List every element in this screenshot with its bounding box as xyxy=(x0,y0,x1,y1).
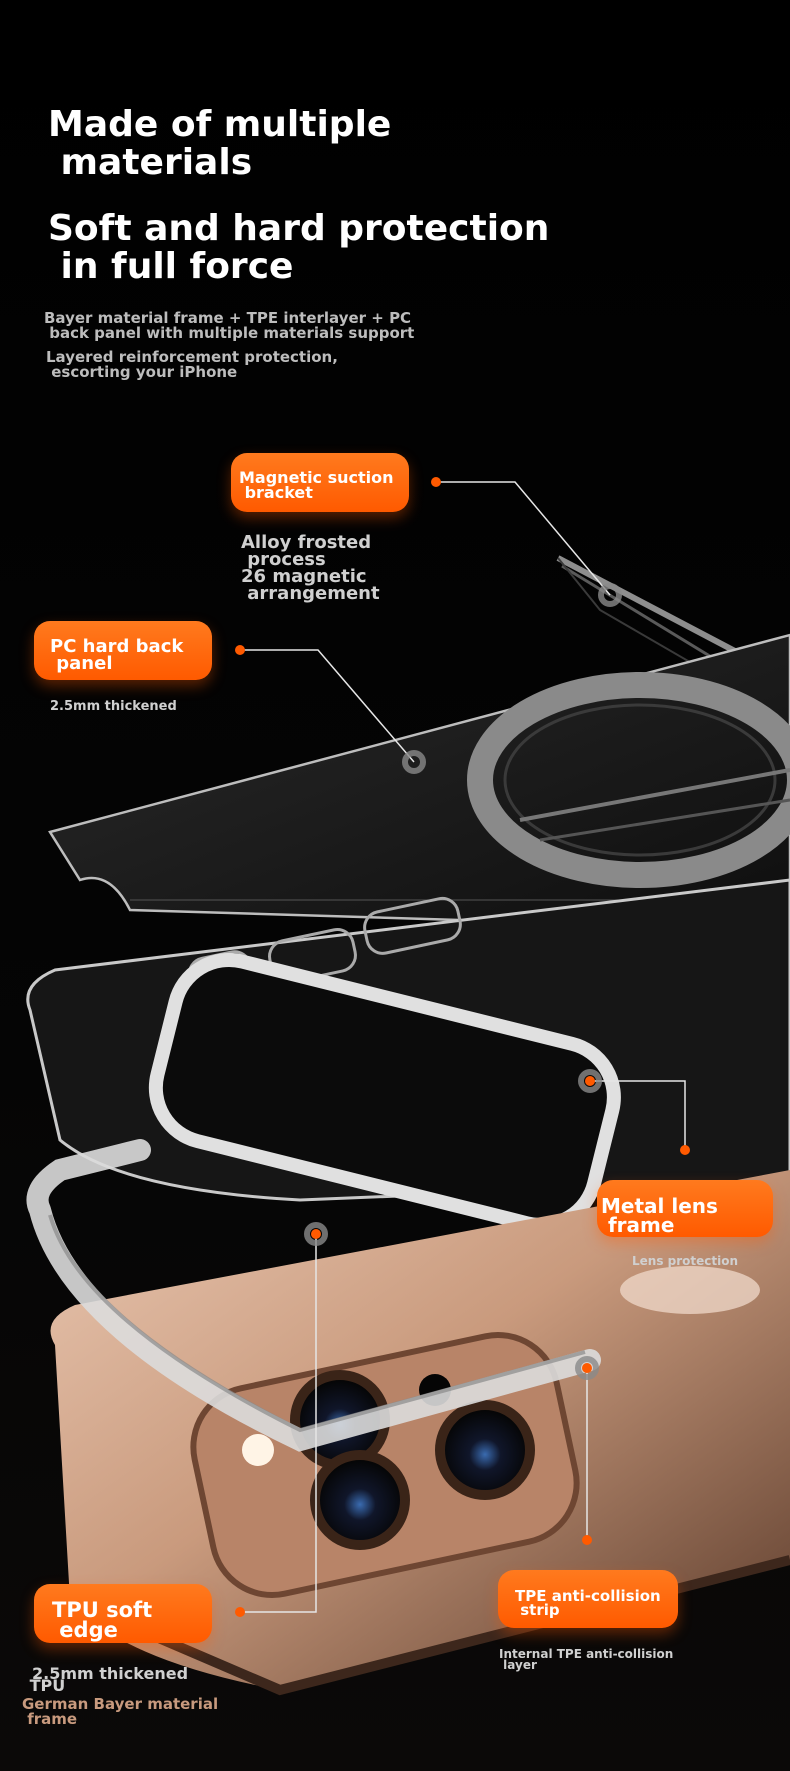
metal-lens-frame-label-text: Metal lens frame xyxy=(601,1194,718,1237)
tpu-soft-edge-label-text: TPU soft edge xyxy=(52,1598,153,1642)
metal-lens-frame-note: Lens protection xyxy=(632,1254,739,1268)
magnetic-bracket-note: Alloy frosted process 26 magnetic arrang… xyxy=(241,532,380,605)
tpe-strip-label-text: TPE anti-collision strip xyxy=(515,1587,661,1620)
tpe-strip-label: TPE anti-collision strip xyxy=(498,1570,678,1628)
headline-2: Soft and hard protection in full force xyxy=(48,208,550,287)
subcopy-1: Bayer material frame + TPE interlayer + … xyxy=(44,309,415,342)
tpu-soft-edge-label: TPU soft edge xyxy=(34,1584,212,1643)
headline-1: Made of multiple materials xyxy=(48,104,392,183)
tpu-note-bayer: German Bayer material frame xyxy=(22,1695,219,1728)
magnetic-bracket-label-text: Magnetic suction bracket xyxy=(239,468,394,503)
metal-lens-frame-label: Metal lens frame xyxy=(597,1180,773,1237)
pc-back-panel-note: 2.5mm thickened xyxy=(50,699,177,714)
tpe-strip-note: Internal TPE anti-collision layer xyxy=(499,1647,674,1672)
tpu-note-material: TPU xyxy=(24,1676,66,1695)
subcopy-2: Layered reinforcement protection, escort… xyxy=(46,348,338,381)
pc-back-panel-label: PC hard back panel xyxy=(34,621,212,680)
tpu-note-thickened: 2.5mm thickened xyxy=(32,1664,189,1683)
magnetic-bracket-label: Magnetic suction bracket xyxy=(231,453,409,512)
pc-back-panel-label-text: PC hard back panel xyxy=(50,636,184,675)
